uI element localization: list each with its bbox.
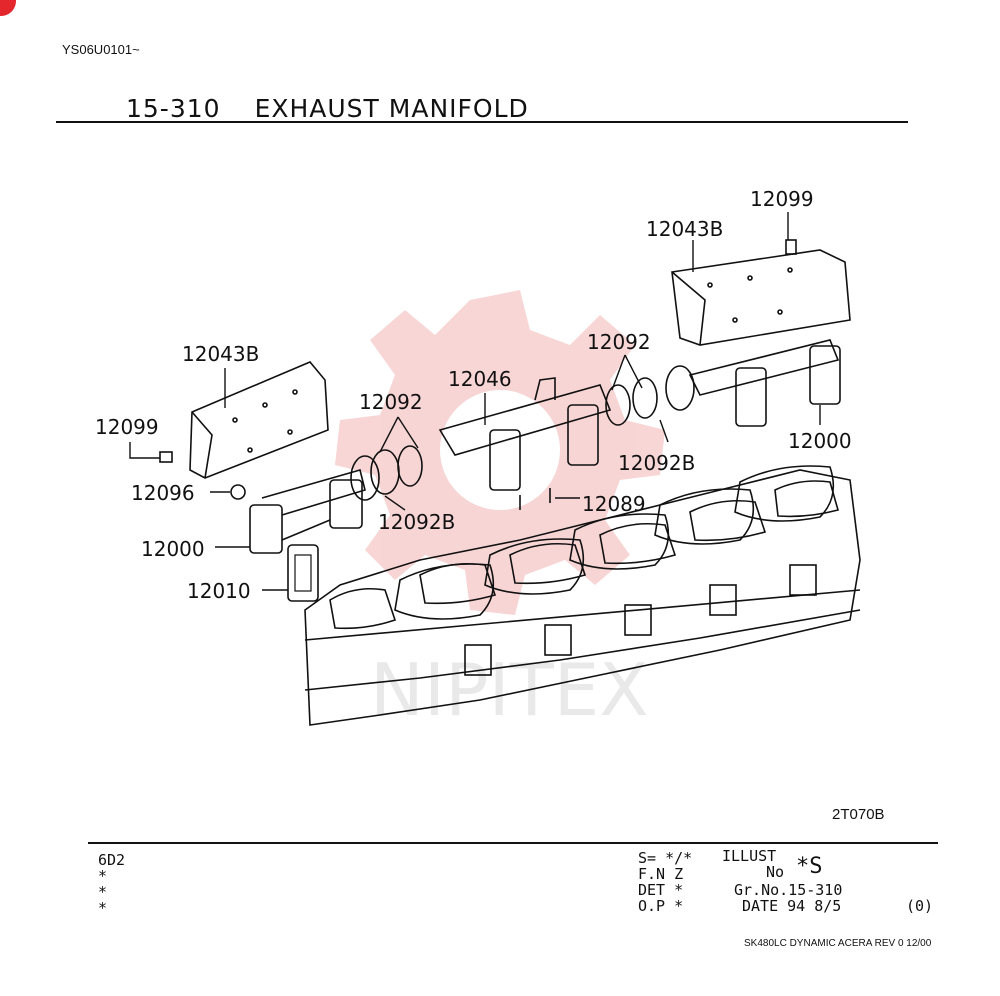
fnz-line: F.N Z — [638, 865, 684, 883]
part-label-12000-left: 12000 — [141, 537, 205, 561]
title-rule — [56, 121, 908, 123]
part-label-12089: 12089 — [582, 492, 646, 516]
seal-rings-right — [605, 365, 695, 426]
date-line: DATE 94 8/5 — [742, 897, 842, 915]
model-code: * — [98, 867, 108, 885]
footer-rule — [88, 842, 938, 844]
model-code: 6D2 — [98, 851, 126, 869]
group-number: Gr.No.15-310 — [734, 881, 843, 899]
part-label-12043B-top: 12043B — [646, 217, 723, 241]
op-line: O.P * — [638, 897, 684, 915]
document-footer: SK480LC DYNAMIC ACERA REV 0 12/00 — [744, 938, 932, 949]
part-label-12099-left: 12099 — [95, 415, 159, 439]
part-label-12092-mid: 12092 — [359, 390, 423, 414]
port-openings — [329, 480, 839, 630]
illust-no-label: No — [766, 863, 785, 881]
leader-lines — [129, 212, 821, 591]
exhaust-port-squares — [464, 564, 817, 676]
exhaust-manifold-left — [249, 469, 366, 554]
cylinder-head-block — [304, 465, 861, 726]
head-gasket-outline — [394, 465, 835, 620]
part-label-12099-top: 12099 — [750, 187, 814, 211]
serial-range: YS06U0101~ — [62, 42, 140, 57]
title-code: 15-310 — [126, 94, 221, 123]
bolt-icon — [159, 239, 797, 510]
det-line: DET * — [638, 881, 684, 899]
part-label-12092B-left: 12092B — [378, 510, 455, 534]
title-name: EXHAUST MANIFOLD — [254, 94, 529, 123]
figure-code: 2T070B — [832, 806, 885, 823]
part-label-12092B-right: 12092B — [618, 451, 695, 475]
watermark-gear-icon — [335, 290, 665, 615]
part-label-12096: 12096 — [131, 481, 195, 505]
part-label-12043B-left: 12043B — [182, 342, 259, 366]
revision-code: (0) — [906, 897, 934, 915]
s-line: S= */* — [638, 849, 693, 867]
manifold-gasket — [287, 544, 319, 602]
heat-shield-left — [189, 361, 329, 479]
exhaust-manifold-center — [438, 377, 612, 491]
model-code: * — [98, 899, 108, 917]
model-codes: 6D2 * * * — [98, 852, 125, 916]
page-title: 15-310 EXHAUST MANIFOLD — [126, 94, 529, 123]
part-label-12046: 12046 — [448, 367, 512, 391]
seal-rings-left — [350, 445, 423, 501]
part-label-12010: 12010 — [187, 579, 251, 603]
watermark-text: NIPITEX — [370, 648, 649, 732]
part-label-12092-top: 12092 — [587, 330, 651, 354]
exhaust-manifold-right — [688, 339, 841, 427]
model-code: * — [98, 883, 108, 901]
part-label-12000-right: 12000 — [788, 429, 852, 453]
illust-label: ILLUST — [722, 847, 777, 865]
illust-value: *S — [796, 854, 823, 879]
heat-shield-right — [671, 249, 851, 346]
